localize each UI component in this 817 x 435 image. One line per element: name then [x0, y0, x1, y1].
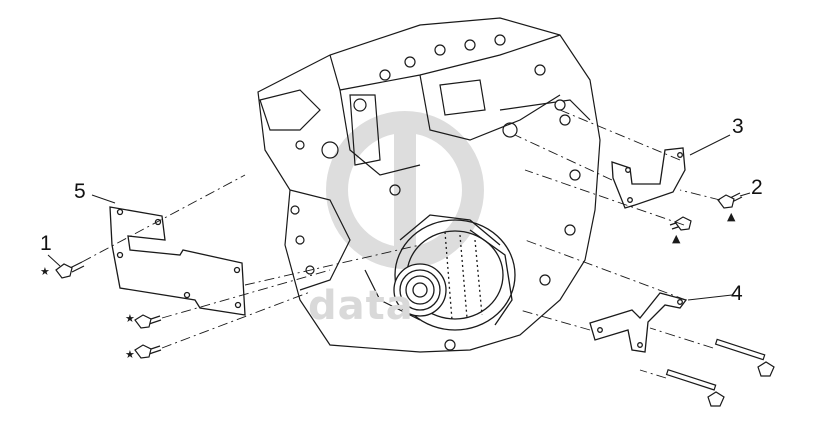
bracket-4 [589, 292, 688, 353]
bracket-5 [109, 206, 246, 316]
symbols: ★ ★ ★ ▲ ▲ [40, 210, 736, 361]
svg-text:▲: ▲ [727, 210, 736, 223]
callout-3: 3 [732, 115, 744, 138]
alignment-lines [81, 109, 721, 379]
bolt-engine-right [554, 99, 566, 111]
bracket-3 [611, 147, 686, 209]
bolt-1 [55, 261, 85, 279]
bolt-left-low [134, 344, 162, 359]
bolt-left-mid [134, 314, 162, 329]
bolts [55, 99, 775, 407]
long-bolt-lower [665, 368, 725, 407]
callout-5: 5 [74, 180, 86, 203]
alternator [393, 214, 516, 331]
watermark-text: data [308, 283, 414, 329]
callout-1: 1 [40, 232, 52, 255]
leader-lines [47, 134, 751, 301]
svg-text:★: ★ [40, 265, 50, 278]
engine-block [257, 17, 601, 353]
svg-text:★: ★ [125, 312, 135, 325]
svg-text:★: ★ [125, 348, 135, 361]
callout-2: 2 [751, 176, 763, 199]
svg-text:▲: ▲ [672, 232, 681, 245]
bolt-2 [717, 192, 743, 209]
callout-4: 4 [731, 282, 743, 305]
bolt-3-lower [669, 216, 692, 231]
watermark-logo [326, 111, 484, 269]
long-bolt-upper [714, 338, 775, 377]
